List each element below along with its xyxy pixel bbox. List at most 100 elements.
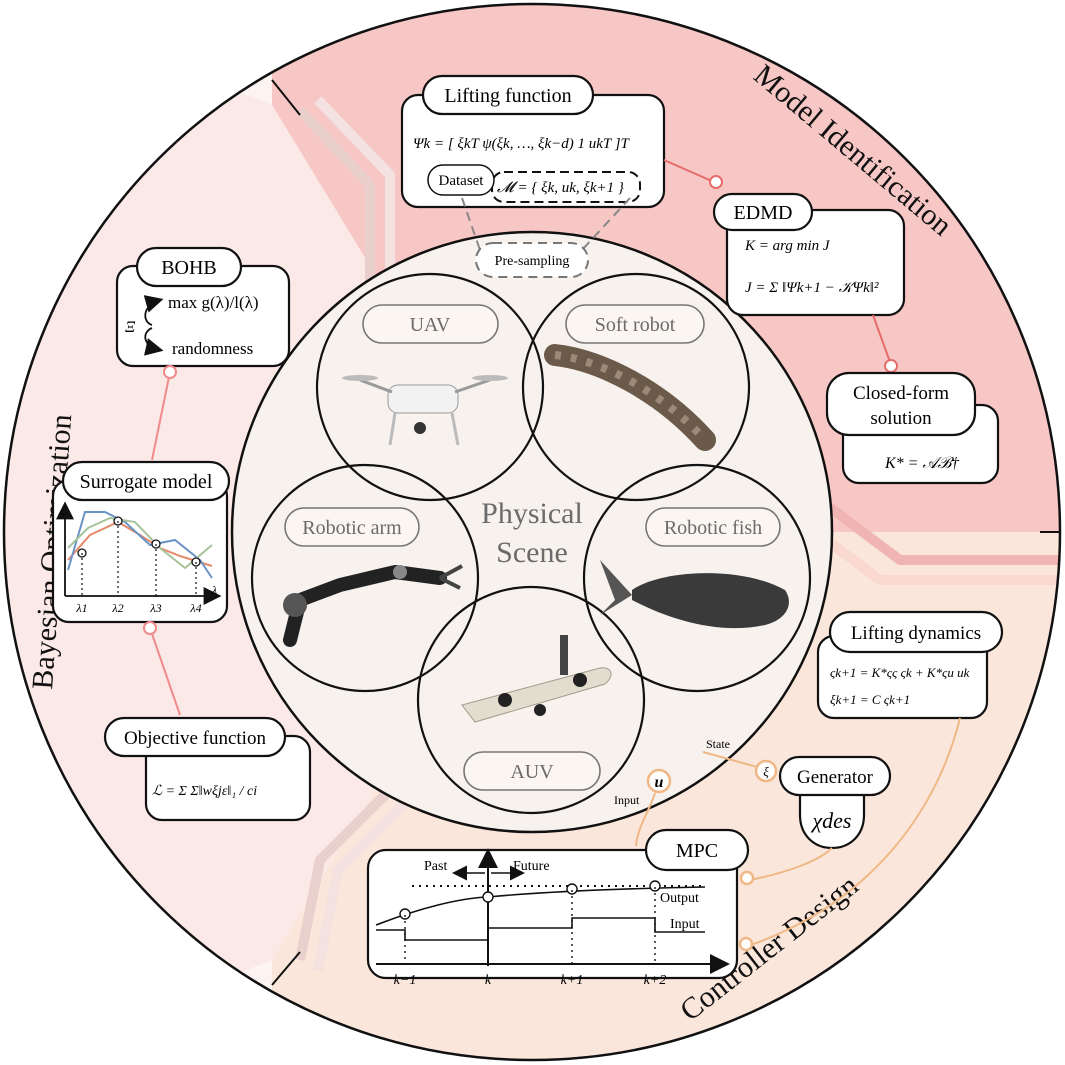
presampling-label: Pre-sampling: [495, 254, 570, 269]
lifting-dynamics-title: Lifting dynamics: [851, 623, 981, 644]
input-label: Input: [670, 917, 700, 932]
surrogate-chart: ℒ λ λ1 λ2 λ3 λ4: [56, 501, 222, 615]
generator-group: Generator χdes: [778, 755, 892, 850]
edmd-box: [725, 208, 906, 317]
edmd-title: EDMD: [734, 202, 793, 224]
dataset-equation: 𝓜 = { ξk, uk, ξk+1 }: [497, 180, 624, 196]
auv-label: AUV: [510, 761, 554, 783]
lifting-function-group: Lifting function Ψk = [ ξkT ψ(ξk, …, ξk−…: [400, 74, 666, 209]
uav-image: [342, 375, 508, 446]
past-label: Past: [424, 859, 447, 874]
output-point-3: [566, 883, 578, 895]
robotic-fish-label-pill: [645, 507, 781, 547]
mpc-title: MPC: [676, 840, 718, 862]
surrogate-tick-label-2: λ2: [111, 601, 123, 615]
objective-equation: ℒ = Σ Σ‖wξjε‖₁ / ci: [152, 784, 257, 799]
mpc-tick-k: k: [485, 973, 492, 988]
soft-robot-label: Soft robot: [595, 314, 676, 336]
edmd-equation-2: J = Σ ‖Ψk+1 − 𝒦Ψk‖²: [745, 280, 879, 296]
input-node-label: Input: [614, 793, 640, 807]
edmd-title-pill: [712, 192, 814, 232]
soft-robot-image: [544, 344, 716, 451]
mpc-group: MPC Past Future Output Input k−1 k k+1 k…: [366, 828, 750, 988]
surrogate-title-pill: [61, 460, 231, 502]
input-symbol: u: [655, 774, 664, 791]
mpc-tick-k-plus-2: k+2: [644, 973, 667, 988]
robotic-fish-label: Robotic fish: [664, 517, 762, 539]
closed-form-equation: K* = 𝒜ℬ†: [884, 455, 960, 472]
robotic-fish-circle: [582, 463, 812, 693]
lifting-dynamics-equation-2: ξk+1 = C ςk+1: [830, 692, 910, 707]
bohb-title-pill: [135, 246, 243, 288]
bohb-title: BOHB: [161, 257, 217, 279]
mpc-tick-k-minus-1: k−1: [394, 973, 417, 988]
objective-group: Objective function ℒ = Σ Σ‖wξjε‖₁ / ci: [103, 716, 312, 822]
surrogate-y-label: ℒ: [58, 504, 67, 518]
uav-circle: [315, 272, 545, 502]
surrogate-tick-label-3: λ3: [149, 601, 161, 615]
edmd-equation-1: K = arg min J: [744, 238, 831, 254]
physical-scene-label-1: Physical: [481, 497, 583, 530]
robotic-arm-circle: [250, 463, 480, 693]
surrogate-curve-blue: [67, 511, 213, 579]
state-symbol: ξ: [763, 764, 769, 779]
output-point-2: [482, 891, 494, 903]
input-mpc-connector: [635, 792, 656, 847]
surrogate-tick-label-4: λ4: [189, 601, 201, 615]
lifting-dynamics-title-pill: [828, 610, 1004, 654]
surrogate-ticks: λ1 λ2 λ3 λ4: [75, 521, 202, 615]
bohb-surrogate-node: [163, 365, 177, 379]
output-point-1: [399, 908, 411, 920]
auv-label-pill: [463, 751, 601, 791]
mpc-tick-k-plus-1: k+1: [561, 973, 584, 988]
uav-label-pill: [362, 304, 499, 344]
generator-mpc-connector: [749, 847, 833, 881]
lifting-dynamics-group: Lifting dynamics ςk+1 = K*ςς ςk + K*ςu u…: [816, 610, 1004, 720]
bohb-group: BOHB Ξ max g(λ)/l(λ) randomness: [115, 246, 291, 368]
edmd-closed-form-connector: [872, 314, 891, 363]
surrogate-curve-green: [67, 516, 213, 570]
dynamics-mpc-connector: [747, 717, 961, 947]
surrogate-objective-node: [143, 621, 157, 635]
robotic-arm-label: Robotic arm: [302, 517, 402, 539]
lifting-edmd-connector: [663, 159, 715, 183]
closed-form-title-1: Closed-form: [853, 383, 949, 404]
bohb-surrogate-connector: [151, 371, 171, 461]
robotic-arm-image: [283, 564, 463, 647]
lifting-function-equation: Ψk = [ ξkT ψ(ξk, …, ξk−d) 1 ukT ]T: [413, 136, 631, 152]
bohb-xi-symbol: Ξ: [125, 319, 136, 336]
edmd-closed-form-node: [884, 359, 898, 373]
presampling-pill: [475, 242, 589, 278]
surrogate-points: [77, 516, 201, 567]
surrogate-title: Surrogate model: [80, 471, 213, 493]
generator-title: Generator: [797, 767, 874, 788]
surrogate-x-label: λ: [211, 583, 217, 597]
output-curve: [375, 886, 706, 926]
bohb-exploit-text: max g(λ)/l(λ): [168, 293, 259, 312]
robotic-arm-label-pill: [284, 507, 420, 547]
lifting-function-title: Lifting function: [444, 85, 571, 107]
surrogate-tick-label-1: λ1: [75, 601, 87, 615]
closed-form-group: Closed-form solution K* = 𝒜ℬ†: [825, 371, 1000, 485]
dataset-pill: [427, 164, 495, 196]
robotic-fish-image: [600, 560, 789, 629]
closed-form-title-2: solution: [870, 408, 932, 429]
objective-title-pill: [103, 716, 287, 758]
presampling-projection: [461, 197, 631, 251]
output-point-4: [649, 880, 661, 892]
output-label: Output: [660, 891, 699, 906]
surrogate-objective-connector: [149, 627, 181, 716]
bohb-arrow-down: [143, 327, 164, 356]
future-label: Future: [513, 859, 550, 874]
bohb-random-text: randomness: [172, 339, 253, 358]
soft-robot-circle: [521, 272, 751, 502]
generator-symbol: χdes: [810, 808, 851, 833]
auv-circle: [416, 585, 646, 815]
state-node: [754, 759, 778, 783]
physical-scene-circle: [230, 230, 834, 834]
closed-form-title-pill: [825, 371, 977, 437]
uav-label: UAV: [410, 314, 451, 336]
